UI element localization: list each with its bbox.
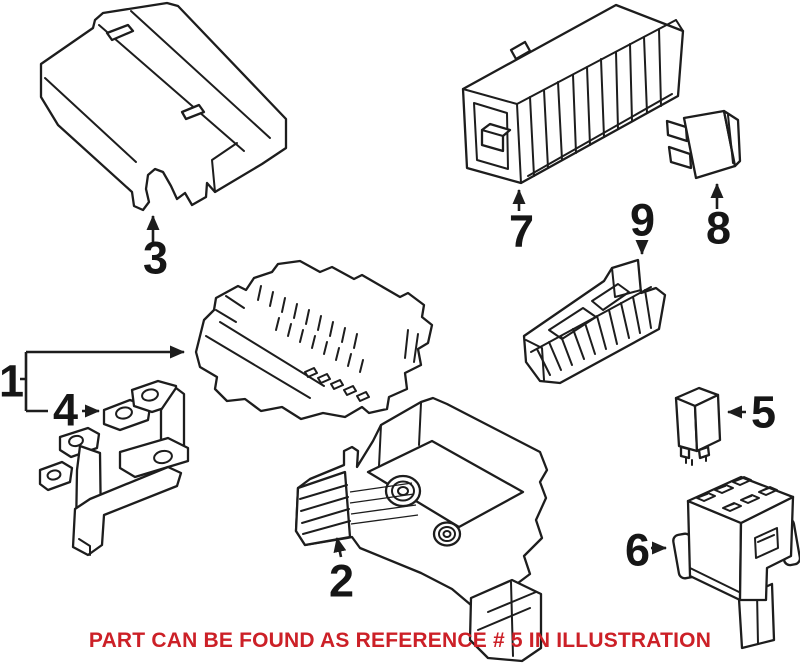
part-4-bracket-drawing [38,379,190,557]
callout-label-1: 1 [0,355,24,407]
callout-label-2: 2 [328,555,354,607]
leader-line-1 [20,352,48,413]
callout-arrows [20,183,746,558]
callout-label-8: 8 [705,202,731,254]
part-9-holder-drawing [522,258,667,385]
callout-label-9: 9 [629,194,655,246]
part-3-upper-cover-drawing [39,1,288,212]
part-5-relay-drawing [674,386,722,466]
part-7-ribbed-cover-drawing [461,3,685,185]
arrow-2 [333,537,347,558]
callout-label-3: 3 [142,232,168,284]
callout-label-7: 7 [508,205,534,257]
part-1-fuse-box-drawing [194,259,434,421]
callout-label-6: 6 [624,524,650,576]
part-6-connector-drawing [672,475,800,650]
part-8-fuse-drawing [665,109,742,180]
callout-label-5: 5 [750,386,776,438]
reference-caption: PART CAN BE FOUND AS REFERENCE # 5 IN IL… [88,629,712,652]
part-2-lower-tray-drawing [294,396,549,663]
callout-label-4: 4 [52,384,78,436]
